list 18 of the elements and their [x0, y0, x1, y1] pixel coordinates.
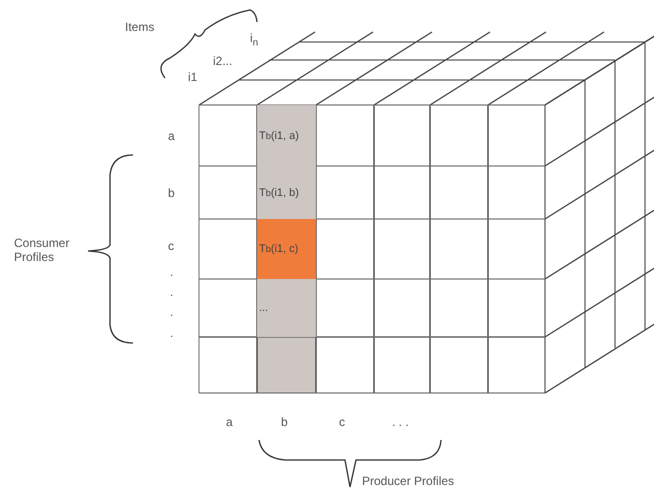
dot-mark: . . .	[392, 415, 409, 429]
item-label: i$_{n}$	[250, 31, 258, 50]
row-label: c	[168, 239, 174, 253]
dot-mark: .	[170, 265, 174, 279]
dot-mark: .	[170, 285, 174, 299]
axis-label: Consumer Profiles	[14, 236, 70, 264]
dot-mark: .	[170, 305, 174, 319]
column-label: a	[226, 415, 233, 429]
axis-label: Items	[125, 20, 154, 34]
column-label: c	[339, 415, 345, 429]
column-label: b	[281, 415, 288, 429]
dot-mark: .	[170, 326, 174, 340]
item-label: i2...	[213, 54, 232, 68]
axis-label: Producer Profiles	[362, 474, 454, 488]
row-label: b	[168, 186, 175, 200]
row-label: a	[168, 129, 175, 143]
item-label: i1	[188, 70, 198, 84]
matrix-cell: ...	[257, 279, 316, 337]
